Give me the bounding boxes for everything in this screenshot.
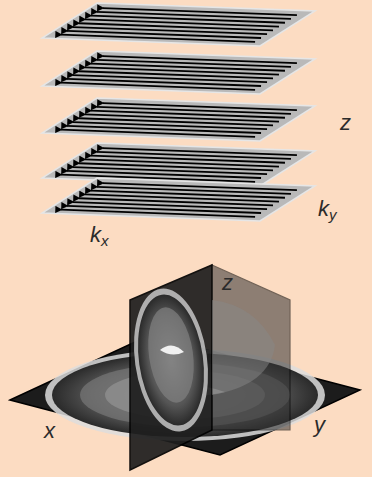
readout-line — [67, 171, 261, 178]
plane — [42, 178, 315, 221]
readout-line — [91, 64, 285, 71]
readout-line — [97, 60, 291, 67]
readout-line — [97, 12, 291, 19]
readout-line — [61, 130, 255, 137]
kspace-plane — [42, 178, 315, 221]
readout-line — [103, 8, 297, 15]
readout-line — [79, 198, 273, 205]
readout-line — [97, 187, 291, 194]
readout-line — [103, 56, 297, 63]
kspace-plane — [42, 143, 315, 186]
readout-line — [97, 107, 291, 114]
readout-line — [91, 111, 285, 118]
axis-label: z — [222, 272, 233, 294]
readout-line — [91, 191, 285, 198]
axis-label: ky — [318, 198, 337, 220]
readout-line — [85, 19, 279, 26]
plane — [42, 143, 315, 186]
readout-line — [103, 148, 297, 155]
plane — [42, 98, 315, 141]
readout-line — [61, 83, 255, 90]
readout-line — [79, 23, 273, 30]
axis-label: y — [314, 414, 325, 436]
readout-line — [73, 75, 267, 82]
readout-line — [73, 27, 267, 34]
readout-line — [91, 16, 285, 23]
readout-line — [79, 118, 273, 125]
readout-line — [61, 210, 255, 217]
axis-label: kx — [90, 224, 109, 246]
axis-label: z — [340, 112, 351, 134]
plane — [42, 51, 315, 94]
readout-line — [91, 156, 285, 163]
kspace-plane — [42, 98, 315, 141]
kspace-planes — [42, 3, 315, 221]
readout-line — [73, 167, 267, 174]
readout-line — [67, 31, 261, 38]
readout-line — [73, 122, 267, 129]
readout-line — [67, 79, 261, 86]
kspace-plane — [42, 51, 315, 94]
readout-line — [73, 202, 267, 209]
kspace-plane — [42, 3, 315, 46]
readout-line — [103, 183, 297, 190]
readout-line — [85, 194, 279, 201]
readout-line — [85, 159, 279, 166]
readout-line — [97, 152, 291, 159]
readout-line — [67, 126, 261, 133]
readout-line — [85, 114, 279, 121]
readout-line — [61, 35, 255, 42]
readout-line — [79, 71, 273, 78]
readout-line — [79, 163, 273, 170]
readout-line — [67, 206, 261, 213]
axis-label: x — [44, 420, 55, 442]
brain-slices — [10, 265, 360, 470]
readout-line — [103, 103, 297, 110]
plane — [42, 3, 315, 46]
readout-line — [85, 67, 279, 74]
